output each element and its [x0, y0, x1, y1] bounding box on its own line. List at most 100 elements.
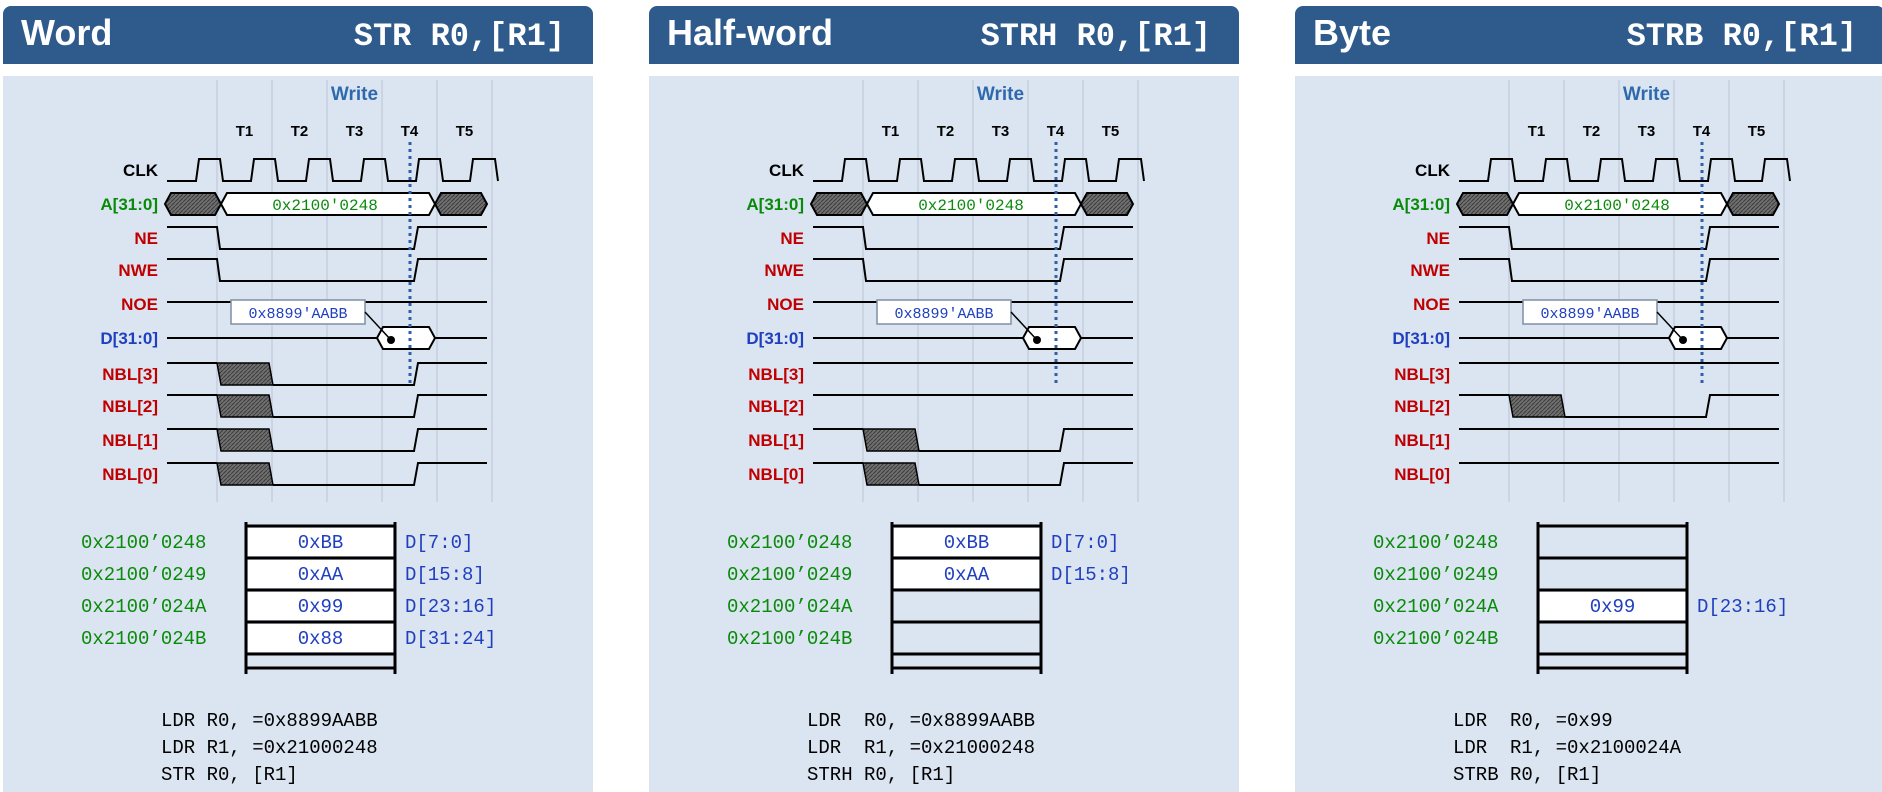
signal-label: NBL[0] [748, 465, 804, 484]
signal-label: NBL[3] [748, 365, 804, 384]
memory-address: 0x2100’024B [727, 628, 852, 650]
code-line: LDR R1, =0x21000248 [161, 737, 378, 759]
signal-label: D[31:0] [1392, 329, 1450, 348]
memory-cell-bg [894, 528, 1039, 556]
code-line: LDR R1, =0x21000248 [807, 737, 1035, 759]
memory-address: 0x2100’0248 [81, 532, 206, 554]
data-bus-valid [375, 326, 437, 350]
memory-lane: D[15:8] [1051, 564, 1131, 586]
cycle-label: T2 [1583, 123, 1601, 140]
memory-cell-bg [248, 624, 393, 652]
cycle-label: T4 [401, 123, 419, 140]
code-line: LDR R0, =0x8899AABB [161, 710, 378, 732]
memory-cell-bg [248, 560, 393, 588]
memory-lane: D[31:24] [405, 628, 496, 650]
timing-heading: Write [331, 84, 378, 105]
signal-label: NBL[2] [102, 397, 158, 416]
signal-label: CLK [123, 161, 159, 180]
memory-cell: 0xAA [944, 564, 990, 586]
signal-label: NE [1426, 229, 1450, 248]
code-line: STRH R0, [R1] [807, 764, 955, 786]
address-value: 0x2100'0248 [1564, 197, 1670, 215]
signal-label: NE [134, 229, 158, 248]
signal-label: D[31:0] [746, 329, 804, 348]
memory-lane: D[7:0] [1051, 532, 1119, 554]
data-bus-valid [1667, 326, 1729, 350]
clk-waveform [813, 158, 1145, 182]
address-undefined-before [1455, 192, 1515, 216]
panel-header: Half-word STRH R0,[R1] [649, 6, 1239, 64]
callout-dot [387, 336, 395, 344]
signal-label: CLK [769, 161, 805, 180]
callout-dot [1679, 336, 1687, 344]
address-undefined-after [433, 192, 489, 216]
panel-title: Word [21, 12, 113, 53]
signal-label: NE [780, 229, 804, 248]
code-line: LDR R0, =0x99 [1453, 710, 1613, 732]
memory-cell: 0xBB [298, 532, 344, 554]
nwe-waveform [813, 258, 1133, 282]
signal-label: A[31:0] [100, 195, 158, 214]
byte-lane-transition [862, 462, 920, 486]
callout-leader [1010, 311, 1038, 341]
memory-address: 0x2100’024A [1373, 596, 1499, 618]
memory-lane: D[23:16] [405, 596, 496, 618]
cycle-label: T4 [1693, 123, 1711, 140]
byte-lane-waveform [167, 428, 487, 452]
nwe-waveform [167, 258, 487, 282]
signal-label: NWE [764, 261, 804, 280]
memory-cell: 0xAA [298, 564, 344, 586]
data-value-callout [230, 299, 366, 325]
memory-address: 0x2100’0248 [727, 532, 852, 554]
panel-title: Half-word [667, 12, 833, 53]
timing-area [1385, 86, 1795, 506]
cycle-label: T5 [1748, 123, 1766, 140]
signal-label: NWE [118, 261, 158, 280]
byte-lane-waveform [167, 362, 487, 386]
nwe-waveform [1459, 258, 1779, 282]
timing-heading: Write [1623, 84, 1670, 105]
signal-label: A[31:0] [1392, 195, 1450, 214]
byte-lane-transition [216, 394, 274, 418]
signal-label: NOE [767, 295, 804, 314]
callout-dot [1033, 336, 1041, 344]
cycle-label: T4 [1047, 123, 1065, 140]
ne-waveform [813, 226, 1133, 250]
signal-label: NBL[0] [102, 465, 158, 484]
panel-instruction: STRB R0,[R1] [1626, 18, 1857, 55]
timing-area [93, 86, 503, 506]
address-value: 0x2100'0248 [272, 197, 378, 215]
memory-cell-bg [248, 528, 393, 556]
cycle-label: T2 [291, 123, 309, 140]
byte-lane-transition [216, 462, 274, 486]
panel-instruction: STR R0,[R1] [353, 18, 565, 55]
signal-label: NBL[2] [1394, 397, 1450, 416]
memory-cell: 0xBB [944, 532, 990, 554]
cycle-label: T5 [456, 123, 474, 140]
cycle-label: T1 [236, 123, 254, 140]
panel-title: Byte [1313, 12, 1392, 53]
memory-address: 0x2100’024A [727, 596, 853, 618]
memory-address: 0x2100’0249 [727, 564, 852, 586]
signal-label: NBL[3] [1394, 365, 1450, 384]
panel-header: Word STR R0,[R1] [3, 6, 593, 64]
memory-cell-bg [248, 592, 393, 620]
clk-waveform [1459, 158, 1791, 182]
clk-waveform [167, 158, 499, 182]
byte-lane-transition [216, 362, 274, 386]
cycle-label: T2 [937, 123, 955, 140]
memory-lane: D[23:16] [1697, 596, 1788, 618]
code-line: STR R0, [R1] [161, 764, 298, 786]
code-line: LDR R1, =0x2100024A [1453, 737, 1682, 759]
data-value: 0x8899'AABB [248, 306, 347, 323]
cycle-label: T3 [1638, 123, 1656, 140]
signal-label: NBL[3] [102, 365, 158, 384]
memory-address: 0x2100’0249 [1373, 564, 1498, 586]
panel-header: Byte STRB R0,[R1] [1295, 6, 1882, 64]
memory-cell: 0x88 [298, 628, 344, 650]
code-line: LDR R0, =0x8899AABB [807, 710, 1035, 732]
signal-label: NBL[0] [1394, 465, 1450, 484]
